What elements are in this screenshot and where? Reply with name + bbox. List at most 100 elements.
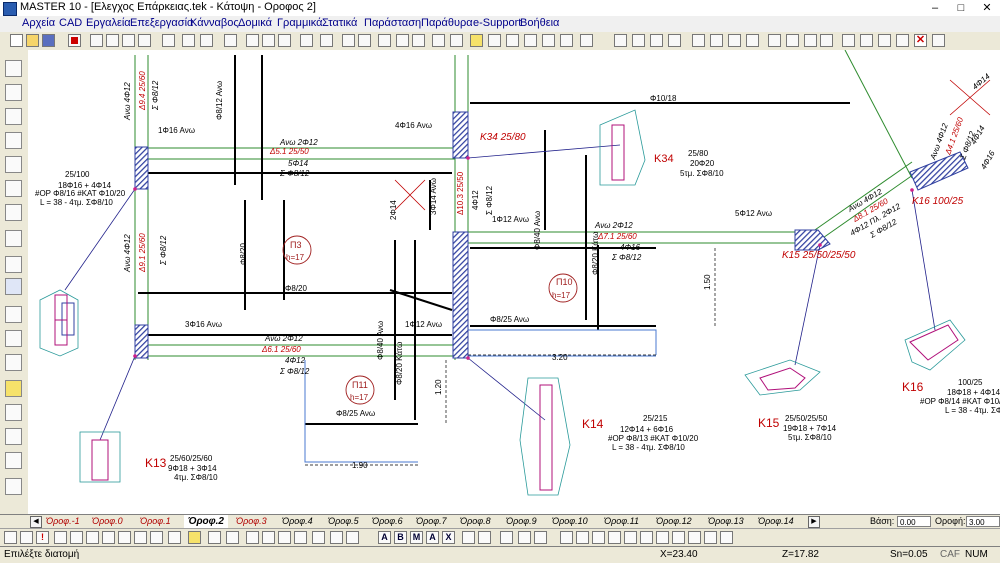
tab-floor-2[interactable]: Όροφ.2 bbox=[184, 515, 228, 528]
deflection-icon[interactable] bbox=[804, 34, 817, 47]
zoom-out-icon[interactable] bbox=[70, 531, 83, 544]
plan-icon[interactable] bbox=[182, 34, 195, 47]
letter-x-icon[interactable]: X bbox=[442, 531, 455, 544]
tab-floor-14[interactable]: Όροφ.14 bbox=[758, 516, 794, 526]
menu-grid[interactable]: Κάνναβος bbox=[190, 17, 239, 29]
beam-icon[interactable] bbox=[470, 34, 483, 47]
floor-field[interactable]: 3.00 bbox=[966, 516, 1000, 527]
info-icon[interactable] bbox=[672, 531, 685, 544]
snap-end-icon[interactable] bbox=[226, 531, 239, 544]
redo-icon[interactable] bbox=[534, 531, 547, 544]
pan-left-icon[interactable] bbox=[168, 531, 181, 544]
floor-plan[interactable]: Φ10/18 1Φ16 Ανω Ανω 2Φ12 Δ5.1 25/50 5Φ14… bbox=[28, 50, 1000, 514]
reinforce-icon[interactable] bbox=[632, 34, 645, 47]
copy-icon[interactable] bbox=[90, 34, 103, 47]
tab-floor-minus1[interactable]: Όροφ.-1 bbox=[46, 516, 80, 526]
pick-icon[interactable] bbox=[462, 531, 475, 544]
marker-icon[interactable] bbox=[624, 531, 637, 544]
zoom-previous-icon[interactable] bbox=[102, 531, 115, 544]
shear-icon[interactable] bbox=[786, 34, 799, 47]
grid-icon[interactable] bbox=[224, 34, 237, 47]
ortho-icon[interactable] bbox=[208, 531, 221, 544]
zoom-extents-icon[interactable] bbox=[86, 531, 99, 544]
print-preview-icon[interactable] bbox=[138, 34, 151, 47]
fixed-icon[interactable] bbox=[728, 34, 741, 47]
refresh-icon[interactable] bbox=[592, 531, 605, 544]
frame-tool-icon[interactable] bbox=[5, 428, 22, 445]
pencil-icon[interactable] bbox=[162, 34, 175, 47]
properties-icon[interactable] bbox=[640, 531, 653, 544]
menu-structural[interactable]: Δομικά bbox=[238, 17, 272, 29]
tab-floor-13[interactable]: Όροφ.13 bbox=[708, 516, 744, 526]
list-icon[interactable] bbox=[656, 531, 669, 544]
load-icon[interactable] bbox=[580, 34, 593, 47]
link-icon[interactable] bbox=[5, 404, 22, 421]
magnifier-icon[interactable] bbox=[5, 256, 22, 273]
sphere-icon[interactable] bbox=[5, 84, 22, 101]
opening-icon[interactable] bbox=[560, 34, 573, 47]
menu-static[interactable]: Στατικά bbox=[322, 17, 358, 29]
red-tool-icon[interactable] bbox=[68, 34, 81, 47]
arrow-down-icon[interactable] bbox=[20, 531, 33, 544]
menu-help[interactable]: Βοήθεια bbox=[520, 17, 560, 29]
menu-view[interactable]: Παράσταση bbox=[364, 17, 422, 29]
tab-floor-6[interactable]: Όροφ.6 bbox=[372, 516, 403, 526]
pan-icon[interactable] bbox=[878, 34, 891, 47]
element-icon[interactable] bbox=[5, 156, 22, 173]
analysis-icon[interactable] bbox=[650, 34, 663, 47]
rebar-icon[interactable] bbox=[5, 306, 22, 323]
flag-icon[interactable] bbox=[608, 531, 621, 544]
hand-icon[interactable] bbox=[842, 34, 855, 47]
menu-edit[interactable]: Επεξεργασία bbox=[130, 17, 194, 29]
zoom-scale-icon[interactable] bbox=[150, 531, 163, 544]
delete-icon[interactable]: ✕ bbox=[914, 34, 927, 47]
snap-mid-icon[interactable] bbox=[246, 531, 259, 544]
open-project-icon[interactable] bbox=[432, 34, 445, 47]
tree-icon[interactable] bbox=[5, 354, 22, 371]
undo-icon[interactable] bbox=[518, 531, 531, 544]
tab-floor-8[interactable]: Όροφ.8 bbox=[460, 516, 491, 526]
tab-floor-7[interactable]: Όροφ.7 bbox=[416, 516, 447, 526]
stair-icon[interactable] bbox=[542, 34, 555, 47]
paint-icon[interactable] bbox=[5, 478, 22, 495]
measure-icon[interactable] bbox=[932, 34, 945, 47]
letter-a2-icon[interactable]: A bbox=[426, 531, 439, 544]
tab-floor-1[interactable]: Όροφ.1 bbox=[140, 516, 171, 526]
filter-icon[interactable] bbox=[478, 531, 491, 544]
menu-linear[interactable]: Γραμμικά bbox=[277, 17, 323, 29]
maximize-button[interactable]: □ bbox=[957, 2, 965, 14]
new-file-icon[interactable] bbox=[10, 34, 23, 47]
pin-icon[interactable] bbox=[710, 34, 723, 47]
tab-floor-9[interactable]: Όροφ.9 bbox=[506, 516, 537, 526]
drawing-canvas[interactable]: Φ10/18 1Φ16 Ανω Ανω 2Φ12 Δ5.1 25/50 5Φ14… bbox=[28, 50, 1000, 514]
tab-floor-3[interactable]: Όροφ.3 bbox=[236, 516, 267, 526]
pencil-tool-icon[interactable] bbox=[5, 380, 22, 397]
base-field[interactable]: 0.00 bbox=[897, 516, 931, 527]
tab-prev-button[interactable]: ◀ bbox=[30, 516, 42, 528]
snap-node-icon[interactable] bbox=[312, 531, 325, 544]
text-icon[interactable] bbox=[300, 34, 313, 47]
letter-a-icon[interactable]: A bbox=[378, 531, 391, 544]
tab-floor-4[interactable]: Όροφ.4 bbox=[282, 516, 313, 526]
tab-floor-0[interactable]: Όροφ.0 bbox=[92, 516, 123, 526]
menu-tools[interactable]: Εργαλεία bbox=[86, 17, 131, 29]
node-icon[interactable] bbox=[5, 108, 22, 125]
redo-arrow-icon[interactable] bbox=[576, 531, 589, 544]
moment-icon[interactable] bbox=[768, 34, 781, 47]
layer-icon[interactable] bbox=[378, 34, 391, 47]
stress-icon[interactable] bbox=[820, 34, 833, 47]
tab-floor-5[interactable]: Όροφ.5 bbox=[328, 516, 359, 526]
wall-icon[interactable] bbox=[506, 34, 519, 47]
footing-icon[interactable] bbox=[524, 34, 537, 47]
brush-icon[interactable] bbox=[5, 230, 22, 247]
settings-icon[interactable] bbox=[412, 34, 425, 47]
alert-icon[interactable]: ! bbox=[36, 531, 49, 544]
line-icon[interactable] bbox=[246, 34, 259, 47]
column-icon[interactable] bbox=[450, 34, 463, 47]
symbol-icon[interactable] bbox=[342, 34, 355, 47]
window-icon[interactable] bbox=[704, 531, 717, 544]
select-section-icon[interactable] bbox=[5, 278, 22, 295]
dropper-icon[interactable] bbox=[5, 452, 22, 469]
menu-cad[interactable]: CAD bbox=[59, 17, 83, 29]
zoom-in-icon[interactable] bbox=[54, 531, 67, 544]
